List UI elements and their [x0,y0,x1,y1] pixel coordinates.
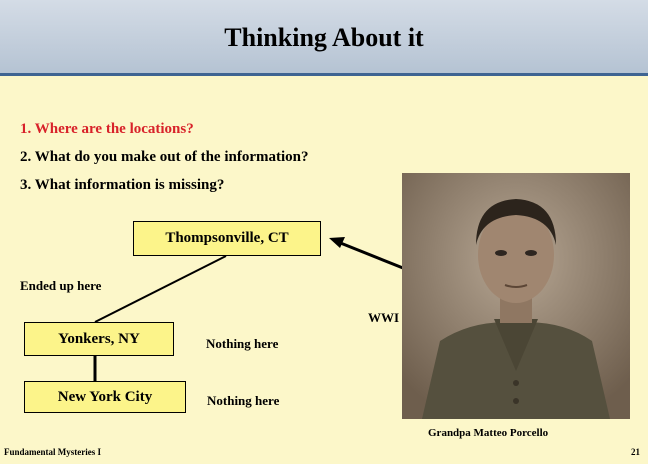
location-label-nyc: New York City [57,389,153,405]
location-label-thompsonville: Thompsonville, CT [165,230,289,246]
question-item-3: 3. What information is missing? [20,177,225,193]
arrow-head [329,237,345,248]
portrait-image [402,173,630,419]
location-box-nyc: New York City [24,381,186,413]
note-ended-up-here: Ended up here [20,278,102,293]
footer-title: Fundamental Mysteries I [4,447,101,457]
location-box-yonkers: Yonkers, NY [24,322,174,356]
question-list: 1. Where are the locations? 2. What do y… [20,115,309,199]
portrait-photo [402,173,630,419]
note-nothing-here-nyc: Nothing here [207,393,280,408]
question-item-1: 1. Where are the locations? [20,121,194,137]
location-label-yonkers: Yonkers, NY [58,331,140,347]
note-nothing-here-yonkers: Nothing here [206,336,279,351]
location-box-thompsonville: Thompsonville, CT [133,221,321,256]
question-item-2: 2. What do you make out of the informati… [20,149,309,165]
arrow-wwi-line [337,240,409,272]
title-bar: Thinking About it [0,0,648,76]
line-thompsonville-yonkers [94,255,227,323]
page-number: 21 [631,447,640,457]
note-wwi: WWI [368,310,400,325]
slide-title: Thinking About it [224,23,424,52]
